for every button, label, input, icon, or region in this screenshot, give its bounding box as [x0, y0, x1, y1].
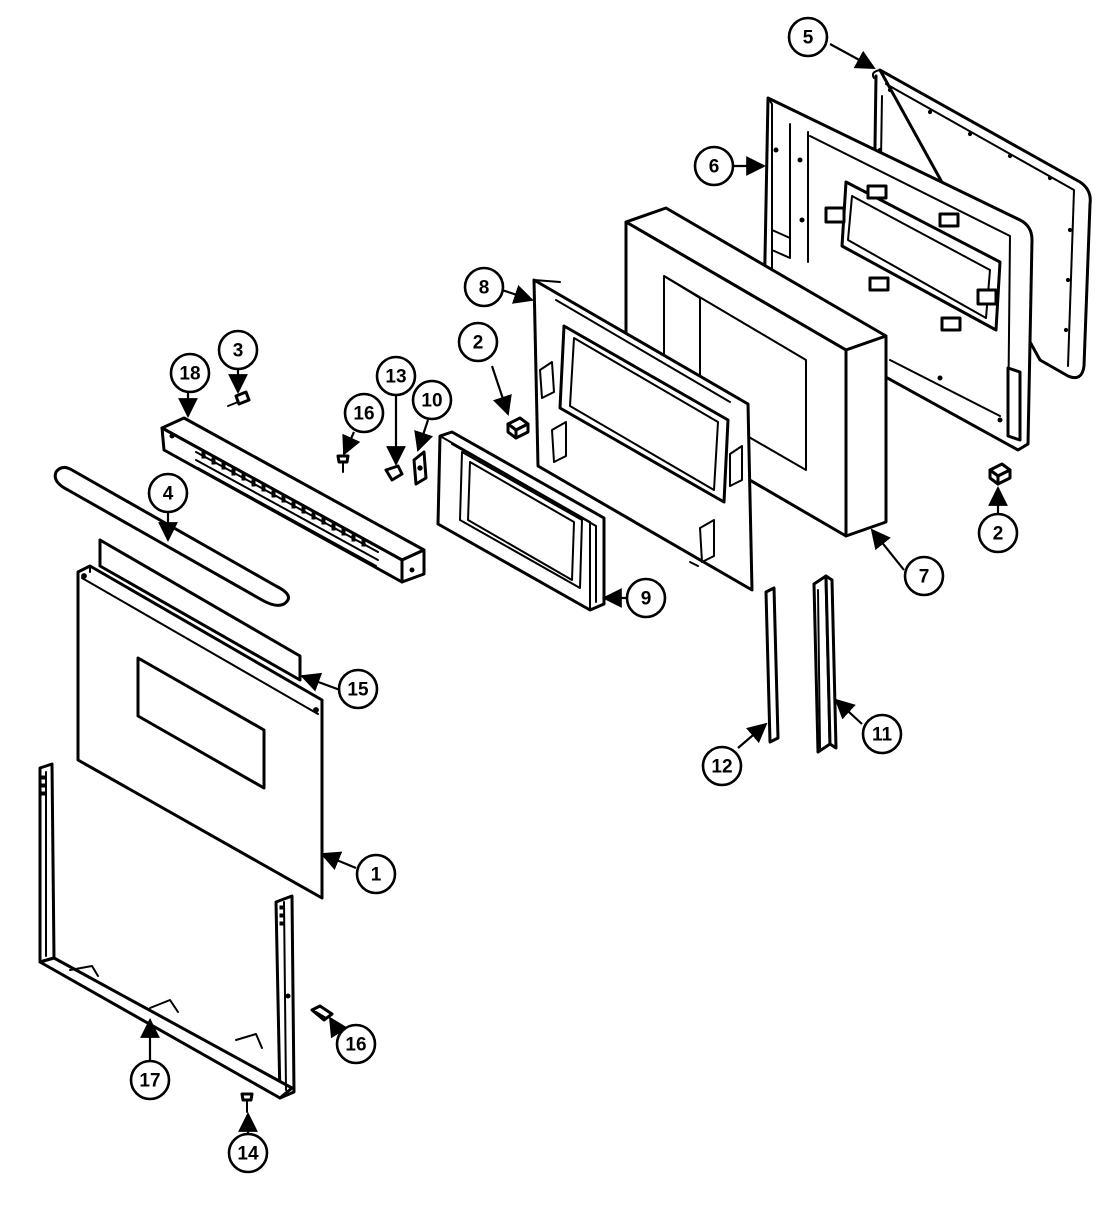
part-12-side-trim [764, 586, 780, 744]
callout-2-right: 2 [977, 512, 1019, 554]
part-15-trim-strip [98, 538, 302, 682]
callout-11-label: 11 [872, 725, 893, 746]
callout-3: 3 [217, 329, 259, 371]
callout-17-label: 17 [139, 1071, 160, 1092]
callout-15-label: 15 [347, 680, 369, 701]
callout-7: 7 [903, 555, 945, 597]
callout-13: 13 [375, 355, 417, 397]
part-3-screw [227, 390, 251, 407]
callout-12-label: 12 [711, 757, 732, 778]
callout-18-label: 18 [179, 364, 200, 385]
part-7-door-frame-box [624, 206, 888, 538]
callout-14: 14 [227, 1132, 269, 1174]
callout-2-right-label: 2 [993, 524, 1004, 545]
callout-18: 18 [169, 352, 211, 394]
callout-3-label: 3 [233, 341, 244, 362]
callout-16-lower-label: 16 [345, 1035, 366, 1056]
part-18-vent-trim [160, 416, 426, 584]
callout-4: 4 [147, 472, 189, 514]
part-6-inner-door-liner [762, 96, 1034, 452]
callout-2-left-label: 2 [473, 333, 484, 354]
callout-14-label: 14 [237, 1144, 259, 1165]
part-10-hinge-bracket [412, 450, 428, 486]
callout-7-label: 7 [919, 567, 930, 588]
callout-4-label: 4 [163, 484, 174, 505]
part-16-screw-upper [336, 454, 350, 473]
part-2-bumper-left [506, 416, 530, 440]
callout-10-label: 10 [421, 391, 442, 412]
part-1-outer-door-panel [76, 564, 324, 900]
callout-17: 17 [129, 1059, 171, 1101]
callout-1: 1 [355, 853, 397, 895]
part-17-door-frame [38, 762, 296, 1100]
callout-9-label: 9 [641, 589, 652, 610]
part-16-screw-lower [310, 1004, 334, 1022]
part-8-inner-door-panel [532, 278, 754, 592]
part-11-channel [812, 574, 838, 754]
leader-lines [140, 43, 1008, 1134]
part-14-screw [240, 1092, 254, 1113]
callout-8: 8 [463, 266, 505, 308]
callout-12: 12 [701, 745, 743, 787]
callout-11: 11 [861, 713, 903, 755]
callout-16-upper-label: 16 [353, 404, 374, 425]
callout-16-lower: 16 [335, 1023, 377, 1065]
callout-2-left: 2 [457, 321, 499, 363]
callout-15: 15 [337, 668, 379, 710]
callout-8-label: 8 [479, 278, 490, 299]
part-13-clip [384, 464, 404, 482]
callout-1-label: 1 [371, 865, 382, 886]
callout-16-upper: 16 [343, 392, 385, 434]
part-2-bumper-right [988, 462, 1012, 486]
callout-13-label: 13 [385, 367, 406, 388]
callout-9: 9 [625, 577, 667, 619]
callout-6: 6 [693, 145, 735, 187]
part-9-door-glass-assembly [436, 430, 606, 612]
callout-5-label: 5 [803, 28, 814, 49]
callout-10: 10 [411, 379, 453, 421]
callout-5: 5 [787, 16, 829, 58]
callout-6-label: 6 [709, 157, 720, 178]
